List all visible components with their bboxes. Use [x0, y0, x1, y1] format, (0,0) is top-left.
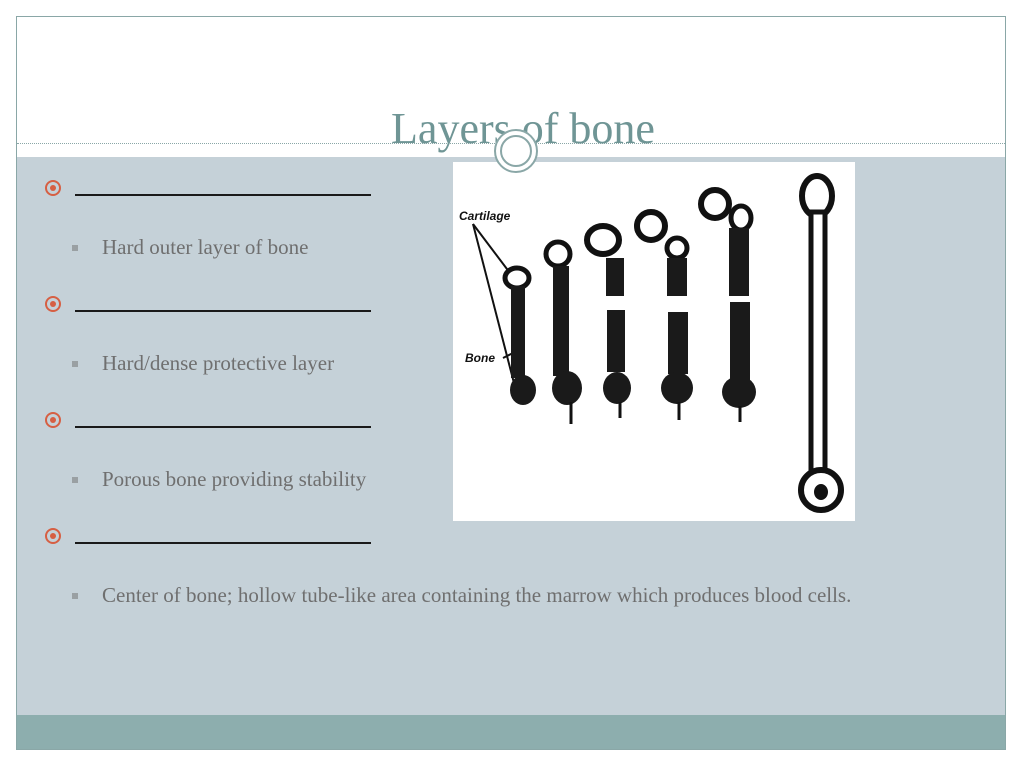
sub-bullet-item-1: Hard outer layer of bone [72, 235, 308, 260]
bone-growth-drawing: Cartilage Bone [459, 173, 844, 513]
square-bullet-icon [72, 476, 78, 483]
content-area: Hard outer layer of bone Hard/dense prot… [17, 157, 1005, 717]
square-bullet-icon [72, 360, 78, 367]
bone-stage-5 [698, 187, 756, 422]
square-bullet-icon [72, 244, 78, 251]
bullet-item-2 [45, 289, 371, 319]
fill-in-blank [75, 426, 371, 428]
bullet-icon [45, 296, 61, 312]
bullet-icon [45, 180, 61, 196]
bullet-icon [45, 412, 61, 428]
bullet-item-3 [45, 405, 371, 435]
figure-label-cartilage: Cartilage [459, 209, 511, 223]
bullet-detail-text: Porous bone providing stability [102, 467, 367, 491]
bone-stage-2 [543, 239, 582, 424]
bullet-icon [45, 528, 61, 544]
bone-stage-3 [584, 223, 631, 418]
fill-in-blank [75, 194, 371, 196]
bullet-detail-text: Hard outer layer of bone [102, 235, 309, 259]
slide: Layers of bone Hard outer layer of bone … [16, 16, 1006, 750]
footer-bar [17, 715, 1005, 749]
bullet-item-1 [45, 173, 371, 203]
bone-stage-4 [634, 209, 693, 420]
adult-bone [798, 173, 844, 513]
bullet-detail-text: Center of bone; hollow tube-like area co… [102, 583, 852, 607]
bullet-detail-text: Hard/dense protective layer [102, 351, 335, 375]
sub-bullet-item-2: Hard/dense protective layer [72, 351, 334, 376]
ring-ornament-icon [494, 129, 538, 173]
sub-bullet-item-3: Porous bone providing stability [72, 467, 366, 492]
sub-bullet-item-4: Center of bone; hollow tube-like area co… [72, 583, 851, 608]
bone-stage-1 [502, 265, 536, 405]
bullet-item-4 [45, 521, 371, 551]
square-bullet-icon [72, 592, 78, 599]
fill-in-blank [75, 542, 371, 544]
fill-in-blank [75, 310, 371, 312]
bone-growth-illustration: Cartilage Bone [453, 162, 855, 521]
figure-label-bone: Bone [465, 351, 495, 365]
